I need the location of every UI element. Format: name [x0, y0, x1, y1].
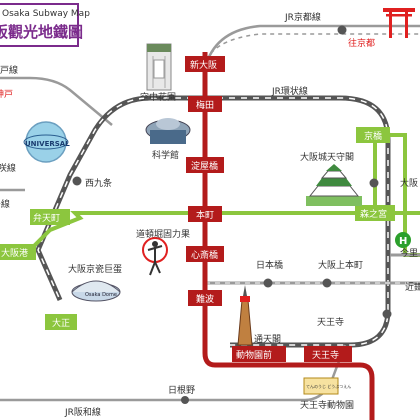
- jr-loop-label: JR環状線: [271, 85, 308, 97]
- jr-kyoto-dot: [337, 25, 347, 35]
- title-box: Osaka Subway Map 大阪觀光地鐵圖: [0, 3, 90, 47]
- kobe-direction-label: 往神戸: [0, 88, 13, 100]
- red-line: [202, 52, 375, 420]
- zoo-banner: てんのうじ どうぶつえん: [306, 383, 351, 389]
- station-tennoji-box[interactable]: [304, 346, 352, 362]
- station-zoo: 天王寺動物園: [300, 399, 354, 411]
- title-chinese: 大阪觀光地鐵圖: [0, 23, 83, 41]
- station-bentencho: 弁天町: [33, 212, 60, 224]
- station-dobutsuenmae-box[interactable]: [232, 346, 286, 362]
- station-dobutsuenmae: 動物園前: [236, 349, 272, 361]
- station-hineno: 日根野: [168, 384, 195, 396]
- torii-icon: [383, 8, 415, 38]
- station-namba-box[interactable]: [188, 290, 222, 306]
- station-bentencho-box[interactable]: [30, 209, 70, 225]
- station-shinsaibashi-box[interactable]: [186, 246, 224, 262]
- station-shin-osaka-box[interactable]: [185, 56, 225, 72]
- kyocera-dome-label: Osaka Dome: [85, 292, 117, 298]
- station-kyobashi: 京橋: [364, 130, 382, 142]
- station-hineno-dot: [181, 396, 189, 404]
- station-osaka-jo-dot: [369, 178, 379, 188]
- glico-runner-icon: [142, 237, 168, 276]
- h-marker-icon: H: [395, 232, 411, 248]
- yume-line-label: JR夢咲線: [0, 162, 16, 174]
- zoo-sign-icon: てんのうじ どうぶつえん: [303, 377, 351, 395]
- gray-lower-line: 日本橋 大阪上本町 今里 近鐵: [205, 247, 420, 319]
- jr-hanwa-label: JR阪和線: [64, 406, 101, 418]
- svg-text:H: H: [399, 236, 407, 247]
- station-tennoji-jr: 天王寺: [317, 317, 344, 328]
- station-tennoji: 天王寺: [312, 350, 339, 361]
- station-uehommachi-dot: [322, 278, 332, 288]
- kyocera-dome-icon: Osaka Dome: [71, 280, 121, 302]
- universal-globe-text: UNIVERSAL: [25, 140, 70, 148]
- station-yodoyabashi: 淀屋橋: [191, 160, 218, 172]
- kyoto-direction-label: 往京都: [348, 37, 375, 49]
- kintetsu-label: 近鐵: [405, 281, 420, 293]
- station-yodoyabashi-box[interactable]: [186, 157, 224, 173]
- station-nishikujo-dot: [72, 176, 82, 186]
- station-kyobashi-box[interactable]: [356, 127, 390, 143]
- station-hommachi: 本町: [196, 209, 214, 221]
- tsutenkaku-icon: [237, 285, 253, 346]
- landmark-science-museum: 科学館: [152, 149, 179, 161]
- jr-kyoto-line: JR京都線: [203, 11, 420, 69]
- green-station-boxes: 京橋 森之宮 弁天町 大阪港 大正: [0, 127, 395, 330]
- station-hommachi-box[interactable]: [188, 206, 222, 222]
- station-morinomiya: 森之宮: [360, 208, 387, 220]
- science-museum-icon: [145, 118, 191, 144]
- station-nihonbashi-dot: [263, 278, 273, 288]
- sky-building-icon: [146, 43, 172, 91]
- right-edge-osaka: 大阪: [400, 177, 418, 189]
- title-english: Osaka Subway Map: [2, 9, 90, 19]
- landmark-kyocera-dome: 大阪京瓷巨蛋: [68, 263, 122, 275]
- station-osakako-box[interactable]: [0, 244, 36, 260]
- station-shin-osaka: 新大阪: [190, 59, 217, 71]
- station-namba: 難波: [196, 293, 214, 305]
- station-uehommachi: 大阪上本町: [318, 259, 363, 271]
- station-nihonbashi: 日本橋: [256, 259, 283, 271]
- station-nishikujo: 西九条: [85, 177, 112, 189]
- osaka-castle-icon: [306, 164, 362, 206]
- jr-kobe-line: 往神戸線 往神戸: [0, 64, 113, 126]
- jr-hanwa-line: 日根野 JR阪和線: [0, 344, 347, 418]
- station-tennoji-jr-dot: [382, 309, 392, 319]
- landmark-dotonbori: 道頓堀固力果: [136, 228, 190, 240]
- station-tsutenkaku: 通天閣: [254, 334, 281, 345]
- landmark-sky-building: 空中花園: [140, 91, 176, 103]
- station-osakako: 大阪港: [1, 247, 28, 259]
- station-shinsaibashi: 心斎橋: [191, 249, 218, 261]
- jr-kyoto-label: JR京都線: [284, 11, 321, 23]
- station-taisho: 大正: [52, 317, 70, 329]
- sakurajima-line-label: JR櫻島線: [0, 198, 10, 210]
- station-umeda: 梅田: [196, 99, 214, 111]
- kobe-line-label: 往神戸線: [0, 64, 18, 76]
- red-station-boxes: 新大阪 梅田 淀屋橋 本町 心斎橋 難波 動物園前 天王寺: [185, 56, 352, 362]
- universal-globe-icon: UNIVERSAL: [23, 121, 70, 163]
- station-imazato: 今里: [400, 247, 418, 259]
- station-morinomiya-box[interactable]: [355, 205, 395, 221]
- landmark-osaka-castle: 大阪城天守閣: [300, 151, 354, 163]
- station-umeda-box[interactable]: [188, 96, 222, 112]
- station-taisho-box[interactable]: [45, 314, 77, 330]
